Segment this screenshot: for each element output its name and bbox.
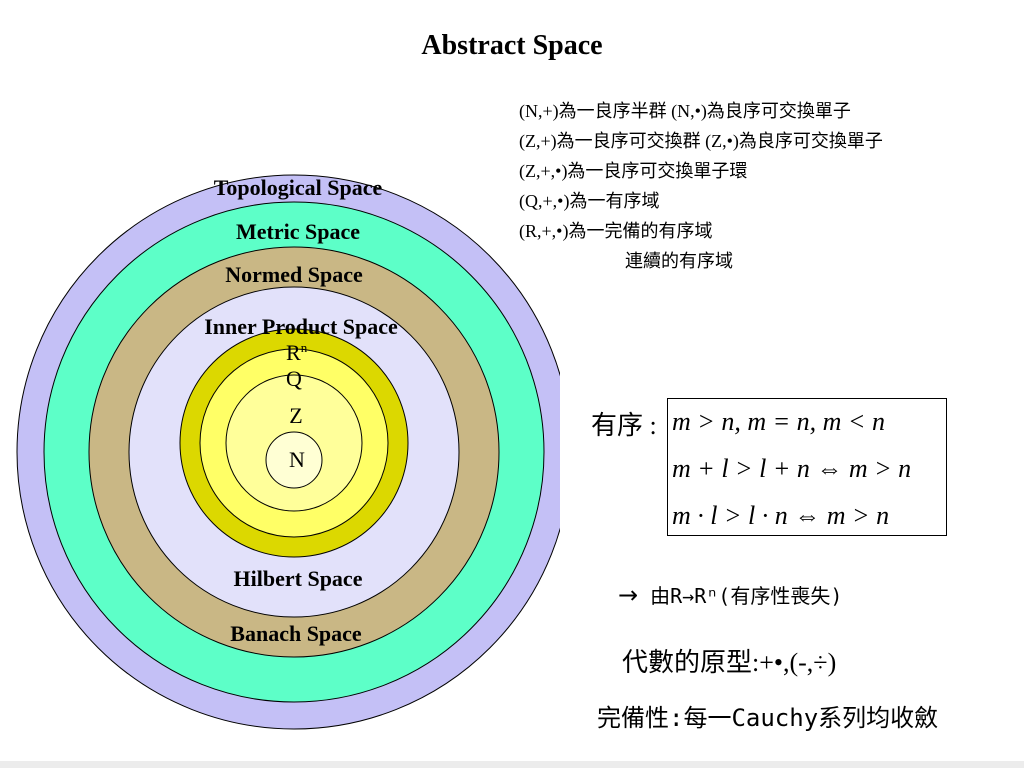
label-normed-space: Normed Space: [225, 262, 363, 287]
label-hilbert-space: Hilbert Space: [234, 566, 363, 591]
page-title: Abstract Space: [421, 30, 603, 61]
order-relations-box: m > n, m = n, m < n m + l > l + n ⇔ m > …: [667, 398, 947, 536]
property-integers: (Z,+)為一良序可交換群 (Z,•)為良序可交換單子: [519, 131, 883, 151]
property-rationals: (Q,+,•)為一有序域: [519, 191, 660, 211]
label-rationals: Q: [286, 366, 302, 391]
property-continuous: 連續的有序域: [625, 251, 733, 271]
property-integer-ring: (Z,+,•)為一良序可交換單子環: [519, 161, 748, 181]
label-real-n: Rn: [286, 340, 308, 365]
label-integers: Z: [289, 403, 302, 428]
set-naturals: [265, 431, 323, 489]
property-naturals: (N,+)為一良序半群 (N,•)為良序可交換單子: [519, 101, 851, 121]
nested-spaces-diagram: Topological Space Metric Space Normed Sp…: [16, 174, 560, 730]
order-label: 有序 :: [591, 411, 657, 440]
order-trichotomy: m > n, m = n, m < n: [672, 407, 885, 436]
completeness-note: 完備性:每一Cauchy系列均收斂: [597, 704, 939, 732]
label-naturals: N: [289, 447, 305, 472]
bottom-bar: [0, 761, 1024, 768]
algebra-prototype: 代數的原型:+•,(-,÷): [622, 648, 837, 677]
label-inner-product-space: Inner Product Space: [204, 314, 398, 339]
label-topological-space: Topological Space: [214, 175, 383, 200]
order-loss-note: → 由R→Rⁿ(有序性喪失): [618, 580, 842, 609]
order-loss-text: 由R→Rⁿ(有序性喪失): [650, 584, 843, 608]
label-banach-space: Banach Space: [230, 621, 362, 646]
order-addition-rule: m + l > l + n ⇔ m > n: [672, 454, 912, 483]
right-arrow-icon: →: [618, 581, 639, 609]
property-reals: (R,+,•)為一完備的有序域: [519, 221, 713, 241]
label-metric-space: Metric Space: [236, 219, 360, 244]
order-multiplication-rule: m · l > l · n ⇔ m > n: [672, 501, 890, 530]
algebraic-properties-list: (N,+)為一良序半群 (N,•)為良序可交換單子 (Z,+)為一良序可交換群 …: [519, 96, 883, 276]
